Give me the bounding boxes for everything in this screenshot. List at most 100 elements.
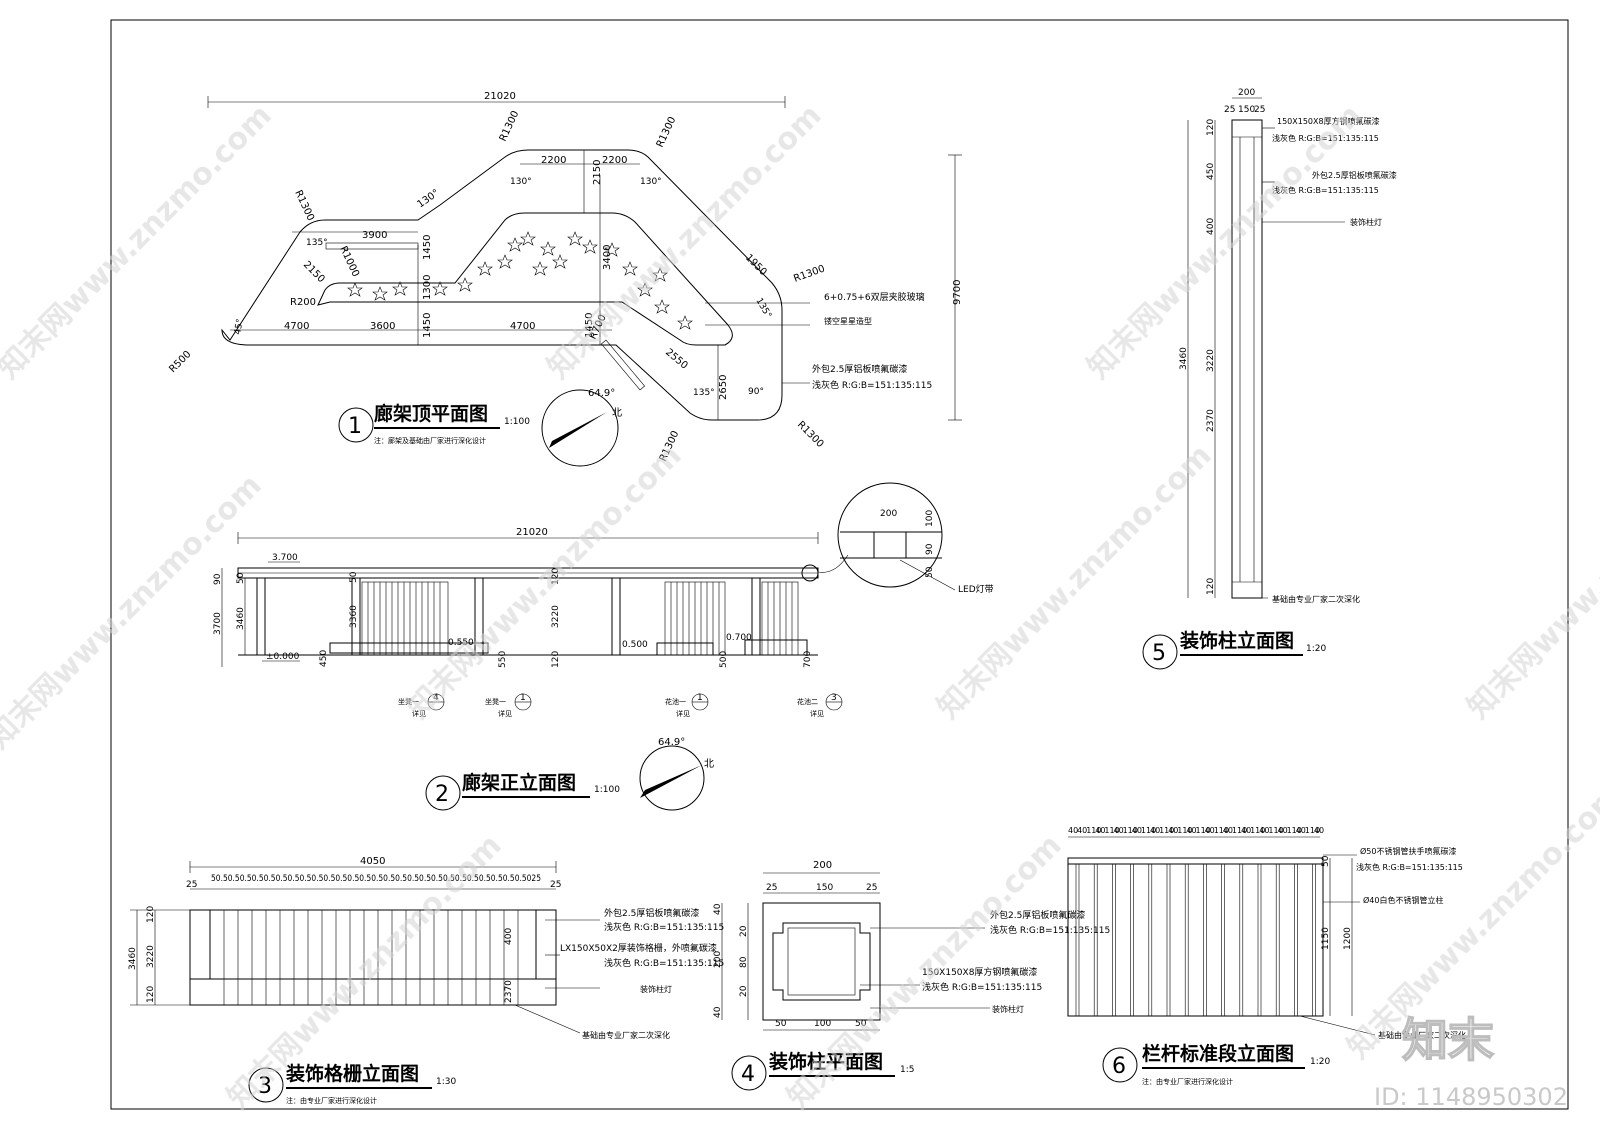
svg-text:150X150X8厚方钢喷氟碳漆: 150X150X8厚方钢喷氟碳漆 [1277, 116, 1380, 126]
railing-dim-label: 40 [1314, 826, 1324, 835]
railing-dim-label: 110 [1287, 826, 1302, 835]
svg-text:详见: 详见 [810, 709, 824, 718]
callout-planter-2[interactable]: 3 花池二 详见 [797, 693, 843, 718]
svg-text:基础由专业厂家二次深化: 基础由专业厂家二次深化 [582, 1030, 670, 1040]
svg-text:外包2.5厚铝板喷氟碳漆: 外包2.5厚铝板喷氟碳漆 [1312, 170, 1397, 180]
railing-dim-label: 110 [1141, 826, 1156, 835]
railing-dim-label: 40 [1095, 826, 1105, 835]
railing-dim-label: 40 [1077, 826, 1087, 835]
led-strip-label: LED灯带 [958, 584, 994, 595]
svg-text:1150: 1150 [1321, 927, 1331, 950]
view-5-title: 装饰柱立面图 [1179, 629, 1294, 652]
railing-dim-label: 110 [1196, 826, 1211, 835]
svg-text:0.500: 0.500 [622, 640, 648, 650]
svg-text:1:5: 1:5 [900, 1065, 914, 1075]
svg-text:北: 北 [704, 758, 714, 770]
svg-text:50: 50 [925, 566, 935, 578]
svg-text:2370: 2370 [1206, 409, 1216, 432]
svg-text:注：由专业厂家进行深化设计: 注：由专业厂家进行深化设计 [1142, 1077, 1233, 1086]
svg-text:3360: 3360 [349, 605, 359, 628]
svg-text:2550: 2550 [663, 347, 690, 372]
svg-text:0.700: 0.700 [726, 633, 752, 643]
plan-dim-total: 21020 [484, 91, 516, 102]
view-3-grille-elevation: 4050 50.50.50.50.50.50.50.50.50.50.50.50… [128, 856, 724, 1105]
svg-text:1: 1 [697, 693, 703, 703]
railing-dim-label: 110 [1305, 826, 1320, 835]
svg-text:1:100: 1:100 [504, 417, 530, 427]
svg-text:装饰柱灯: 装饰柱灯 [1350, 217, 1382, 227]
svg-text:135°: 135° [693, 388, 715, 398]
svg-text:2370: 2370 [504, 980, 514, 1003]
svg-text:50: 50 [1321, 855, 1331, 867]
svg-text:3900: 3900 [362, 230, 387, 241]
svg-text:注：由专业厂家进行深化设计: 注：由专业厂家进行深化设计 [286, 1096, 377, 1105]
svg-text:1300: 1300 [422, 275, 433, 300]
svg-text:2150: 2150 [592, 160, 603, 185]
railing-dim-label: 40 [1114, 826, 1124, 835]
svg-text:130°: 130° [510, 177, 532, 187]
grille-slats [223, 910, 519, 1005]
plan-label-color: 浅灰色 R:G:B=151:135:115 [812, 379, 932, 391]
callout-bench-1[interactable]: 4 坐凳一 详见 [398, 693, 445, 718]
svg-text:50: 50 [236, 572, 246, 584]
svg-text:3460: 3460 [236, 607, 246, 630]
railing-dim-label: 110 [1104, 826, 1119, 835]
svg-text:1200: 1200 [1343, 927, 1353, 950]
svg-text:4: 4 [433, 693, 439, 703]
svg-text:装饰柱灯: 装饰柱灯 [992, 1004, 1024, 1014]
svg-text:R1000: R1000 [337, 245, 361, 279]
svg-text:2200: 2200 [541, 155, 566, 166]
svg-text:100: 100 [814, 1019, 831, 1029]
svg-text:135°: 135° [753, 297, 773, 321]
plan-label-glass: 6+0.75+6双层夹胶玻璃 [824, 291, 925, 303]
svg-text:80: 80 [739, 956, 749, 968]
elev-grille-2 [664, 581, 726, 656]
svg-text:1:30: 1:30 [436, 1077, 456, 1087]
svg-text:R1300: R1300 [655, 115, 679, 149]
star-pattern [347, 231, 693, 330]
callout-bench-2[interactable]: 1 坐凳一 详见 [485, 693, 532, 718]
id-label: ID: 1148950302 [1374, 1083, 1568, 1111]
svg-text:90: 90 [925, 543, 935, 555]
svg-text:知末网www.znzmo.com: 知末网www.znzmo.com [1081, 98, 1369, 386]
svg-text:21020: 21020 [516, 527, 548, 538]
railing-dim-label: 110 [1232, 826, 1247, 835]
svg-text:25: 25 [1224, 105, 1235, 115]
svg-text:3220: 3220 [551, 605, 561, 628]
svg-text:知末: 知末 [1402, 1013, 1494, 1067]
svg-text:500: 500 [719, 651, 729, 668]
svg-text:浅灰色 R:G:B=151:135:115: 浅灰色 R:G:B=151:135:115 [1272, 133, 1379, 143]
view-2-elevation: 21020 [213, 482, 994, 811]
railing-dim-label: 40 [1132, 826, 1142, 835]
plan-label-stars: 镂空星星造型 [824, 316, 872, 326]
svg-text:详见: 详见 [412, 709, 426, 718]
svg-text:知末网www.znzmo.com: 知末网www.znzmo.com [0, 468, 269, 756]
svg-text:1950: 1950 [743, 252, 769, 278]
view-4-column-plan: 200 25 150 25 40 200 40 20 80 20 50 100 … [713, 860, 1110, 1091]
svg-text:外包2.5厚铝板喷氟碳漆: 外包2.5厚铝板喷氟碳漆 [604, 907, 699, 919]
railing-dim-label: 40 [1150, 826, 1160, 835]
svg-text:知末网www.znzmo.com: 知末网www.znzmo.com [931, 438, 1219, 726]
svg-text:50: 50 [349, 571, 359, 583]
svg-text:50.50.50.50.50.50.50.50.50.50.: 50.50.50.50.50.50.50.50.50.50.50.50.50.5… [211, 874, 541, 884]
svg-text:1450: 1450 [584, 313, 595, 338]
svg-text:120: 120 [551, 568, 561, 585]
svg-text:700: 700 [803, 651, 813, 668]
svg-text:450: 450 [319, 650, 329, 667]
svg-text:坐凳一: 坐凳一 [485, 697, 506, 706]
svg-text:R1300: R1300 [795, 419, 826, 450]
svg-text:LX150X50X2厚装饰格栅，外喷氟碳漆: LX150X50X2厚装饰格栅，外喷氟碳漆 [560, 942, 717, 954]
svg-text:400: 400 [1206, 218, 1216, 235]
svg-text:25: 25 [550, 880, 561, 890]
svg-text:知末网www.znzmo.com: 知末网www.znzmo.com [0, 98, 279, 386]
svg-text:基础由专业厂家二次深化: 基础由专业厂家二次深化 [1378, 1030, 1466, 1040]
svg-text:注：廊架及基础由厂家进行深化设计: 注：廊架及基础由厂家进行深化设计 [374, 436, 486, 445]
svg-text:R200: R200 [290, 297, 316, 308]
svg-text:200: 200 [880, 509, 897, 519]
svg-text:3220: 3220 [1206, 349, 1216, 372]
callout-planter-1[interactable]: 1 花池一 详见 [665, 693, 709, 718]
svg-text:3220: 3220 [146, 945, 156, 968]
svg-text:450: 450 [1206, 163, 1216, 180]
svg-text:浅灰色 R:G:B=151:135:115: 浅灰色 R:G:B=151:135:115 [604, 957, 724, 969]
